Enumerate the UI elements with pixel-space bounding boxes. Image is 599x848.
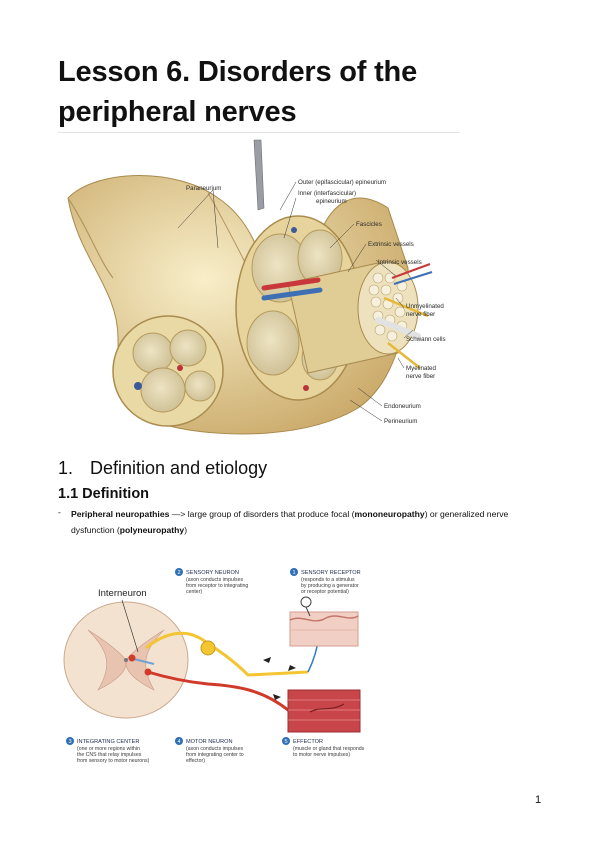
caption-line: (responds to a stimulus bbox=[301, 577, 355, 583]
badge-integrating-center: 3 bbox=[69, 739, 72, 745]
sensory-ganglion bbox=[200, 640, 216, 656]
caption-integrating-center: 3 INTEGRATING CENTER (one or more region… bbox=[66, 737, 150, 764]
caption-line: or receptor potential) bbox=[301, 589, 349, 595]
caption-line: to motor nerve impulses) bbox=[293, 752, 350, 758]
caption-line: (axon conducts impulses bbox=[186, 577, 243, 583]
muscle-effector-block bbox=[287, 689, 361, 733]
caption-line: from sensory to motor neurons) bbox=[77, 758, 150, 764]
label-interneuron: Interneuron bbox=[98, 588, 147, 599]
left-nerve-cross-section bbox=[112, 315, 224, 427]
caption-line: (axon conducts impulses bbox=[186, 746, 243, 752]
label-myelinated-2: nerve fiber bbox=[406, 373, 435, 380]
label-outer-epineurium: Outer (epifascicular) epineurium bbox=[298, 179, 386, 186]
caption-line: by producing a generator bbox=[301, 583, 359, 589]
label-fascicles: Fascicles bbox=[356, 221, 382, 228]
caption-line: from receptor to integrating bbox=[186, 583, 248, 589]
caption-line: effector) bbox=[186, 758, 205, 764]
section-title: Definition and etiology bbox=[90, 458, 268, 478]
caption-line: (one or more regions within bbox=[77, 746, 140, 752]
bullet-dash: - bbox=[58, 507, 61, 517]
section-number: 1. bbox=[58, 458, 74, 478]
term-mononeuropathy: mononeuropathy bbox=[354, 509, 425, 519]
spinal-cord-section bbox=[63, 601, 189, 719]
caption-sensory-receptor: 1 SENSORY RECEPTOR (responds to a stimul… bbox=[290, 568, 361, 595]
definition-bullet: - Peripheral neuropathies —> large group… bbox=[58, 506, 518, 538]
page-number: 1 bbox=[535, 794, 542, 806]
label-perineurium: Perineurium bbox=[384, 418, 417, 425]
label-myelinated: Myelinated bbox=[406, 365, 436, 372]
label-endoneurium: Endoneurium bbox=[384, 403, 421, 410]
forceps bbox=[253, 139, 265, 211]
caption-motor-neuron: 4 MOTOR NEURON (axon conducts impulses f… bbox=[175, 737, 244, 764]
caption-title-integrating-center: INTEGRATING CENTER bbox=[77, 739, 139, 745]
label-unmyelinated-2: nerve fiber bbox=[406, 311, 435, 318]
section-heading-1: 1. Definition and etiology bbox=[58, 458, 267, 479]
caption-title-sensory-neuron: SENSORY NEURON bbox=[186, 570, 239, 576]
label-inner-epineurium-2: epineurium bbox=[316, 198, 347, 205]
caption-sensory-neuron: 2 SENSORY NEURON (axon conducts impulses… bbox=[175, 568, 248, 595]
sensory-neuron-axon bbox=[145, 631, 309, 677]
caption-line: the CNS that relay impulses bbox=[77, 752, 142, 758]
nerve-anatomy-illustration: Paraneurium Outer (epifascicular) epineu… bbox=[67, 139, 446, 435]
subsection-heading: 1.1 Definition bbox=[58, 486, 150, 502]
term-peripheral-neuropathies: Peripheral neuropathies bbox=[71, 509, 170, 519]
caption-line: center) bbox=[186, 589, 202, 595]
badge-sensory-receptor: 1 bbox=[293, 570, 296, 576]
fascicle-bundle bbox=[261, 261, 433, 374]
definition-text-1: —> large group of disorders that produce… bbox=[169, 509, 355, 519]
label-intrinsic-vessels: Intrinsic vessels bbox=[378, 259, 422, 266]
caption-effector: 5 EFFECTOR (muscle or gland that respond… bbox=[282, 737, 365, 758]
motor-neuron-axon bbox=[147, 670, 311, 714]
caption-title-sensory-receptor: SENSORY RECEPTOR bbox=[301, 570, 361, 576]
label-unmyelinated: Unmyelinated bbox=[406, 303, 444, 310]
caption-title-effector: EFFECTOR bbox=[293, 739, 323, 745]
page-title: Lesson 6. Disorders of the peripheral ne… bbox=[58, 56, 417, 128]
label-schwann-cells: Schwann cells bbox=[406, 336, 446, 343]
badge-motor-neuron: 4 bbox=[178, 739, 181, 745]
reflex-arc-diagram: Interneuron 2 SENSORY NEURON (axon condu… bbox=[63, 568, 365, 764]
badge-effector: 5 bbox=[285, 739, 288, 745]
label-extrinsic-vessels: Extrinsic vessels bbox=[368, 241, 414, 248]
label-inner-epineurium: Inner (interfascicular) bbox=[298, 190, 356, 197]
caption-title-motor-neuron: MOTOR NEURON bbox=[186, 739, 233, 745]
skin-receptor-block bbox=[289, 596, 359, 647]
caption-line: from integrating center to bbox=[186, 752, 244, 758]
caption-line: (muscle or gland that responds bbox=[293, 746, 365, 752]
title-divider bbox=[58, 132, 460, 133]
term-polyneuropathy: polyneuropathy bbox=[119, 525, 185, 535]
definition-text-2: ) or generalized nerve dysfunction ( bbox=[71, 509, 509, 535]
definition-text-3: ) bbox=[184, 525, 188, 535]
label-paraneurium: Paraneurium bbox=[186, 185, 221, 192]
badge-sensory-neuron: 2 bbox=[178, 570, 181, 576]
